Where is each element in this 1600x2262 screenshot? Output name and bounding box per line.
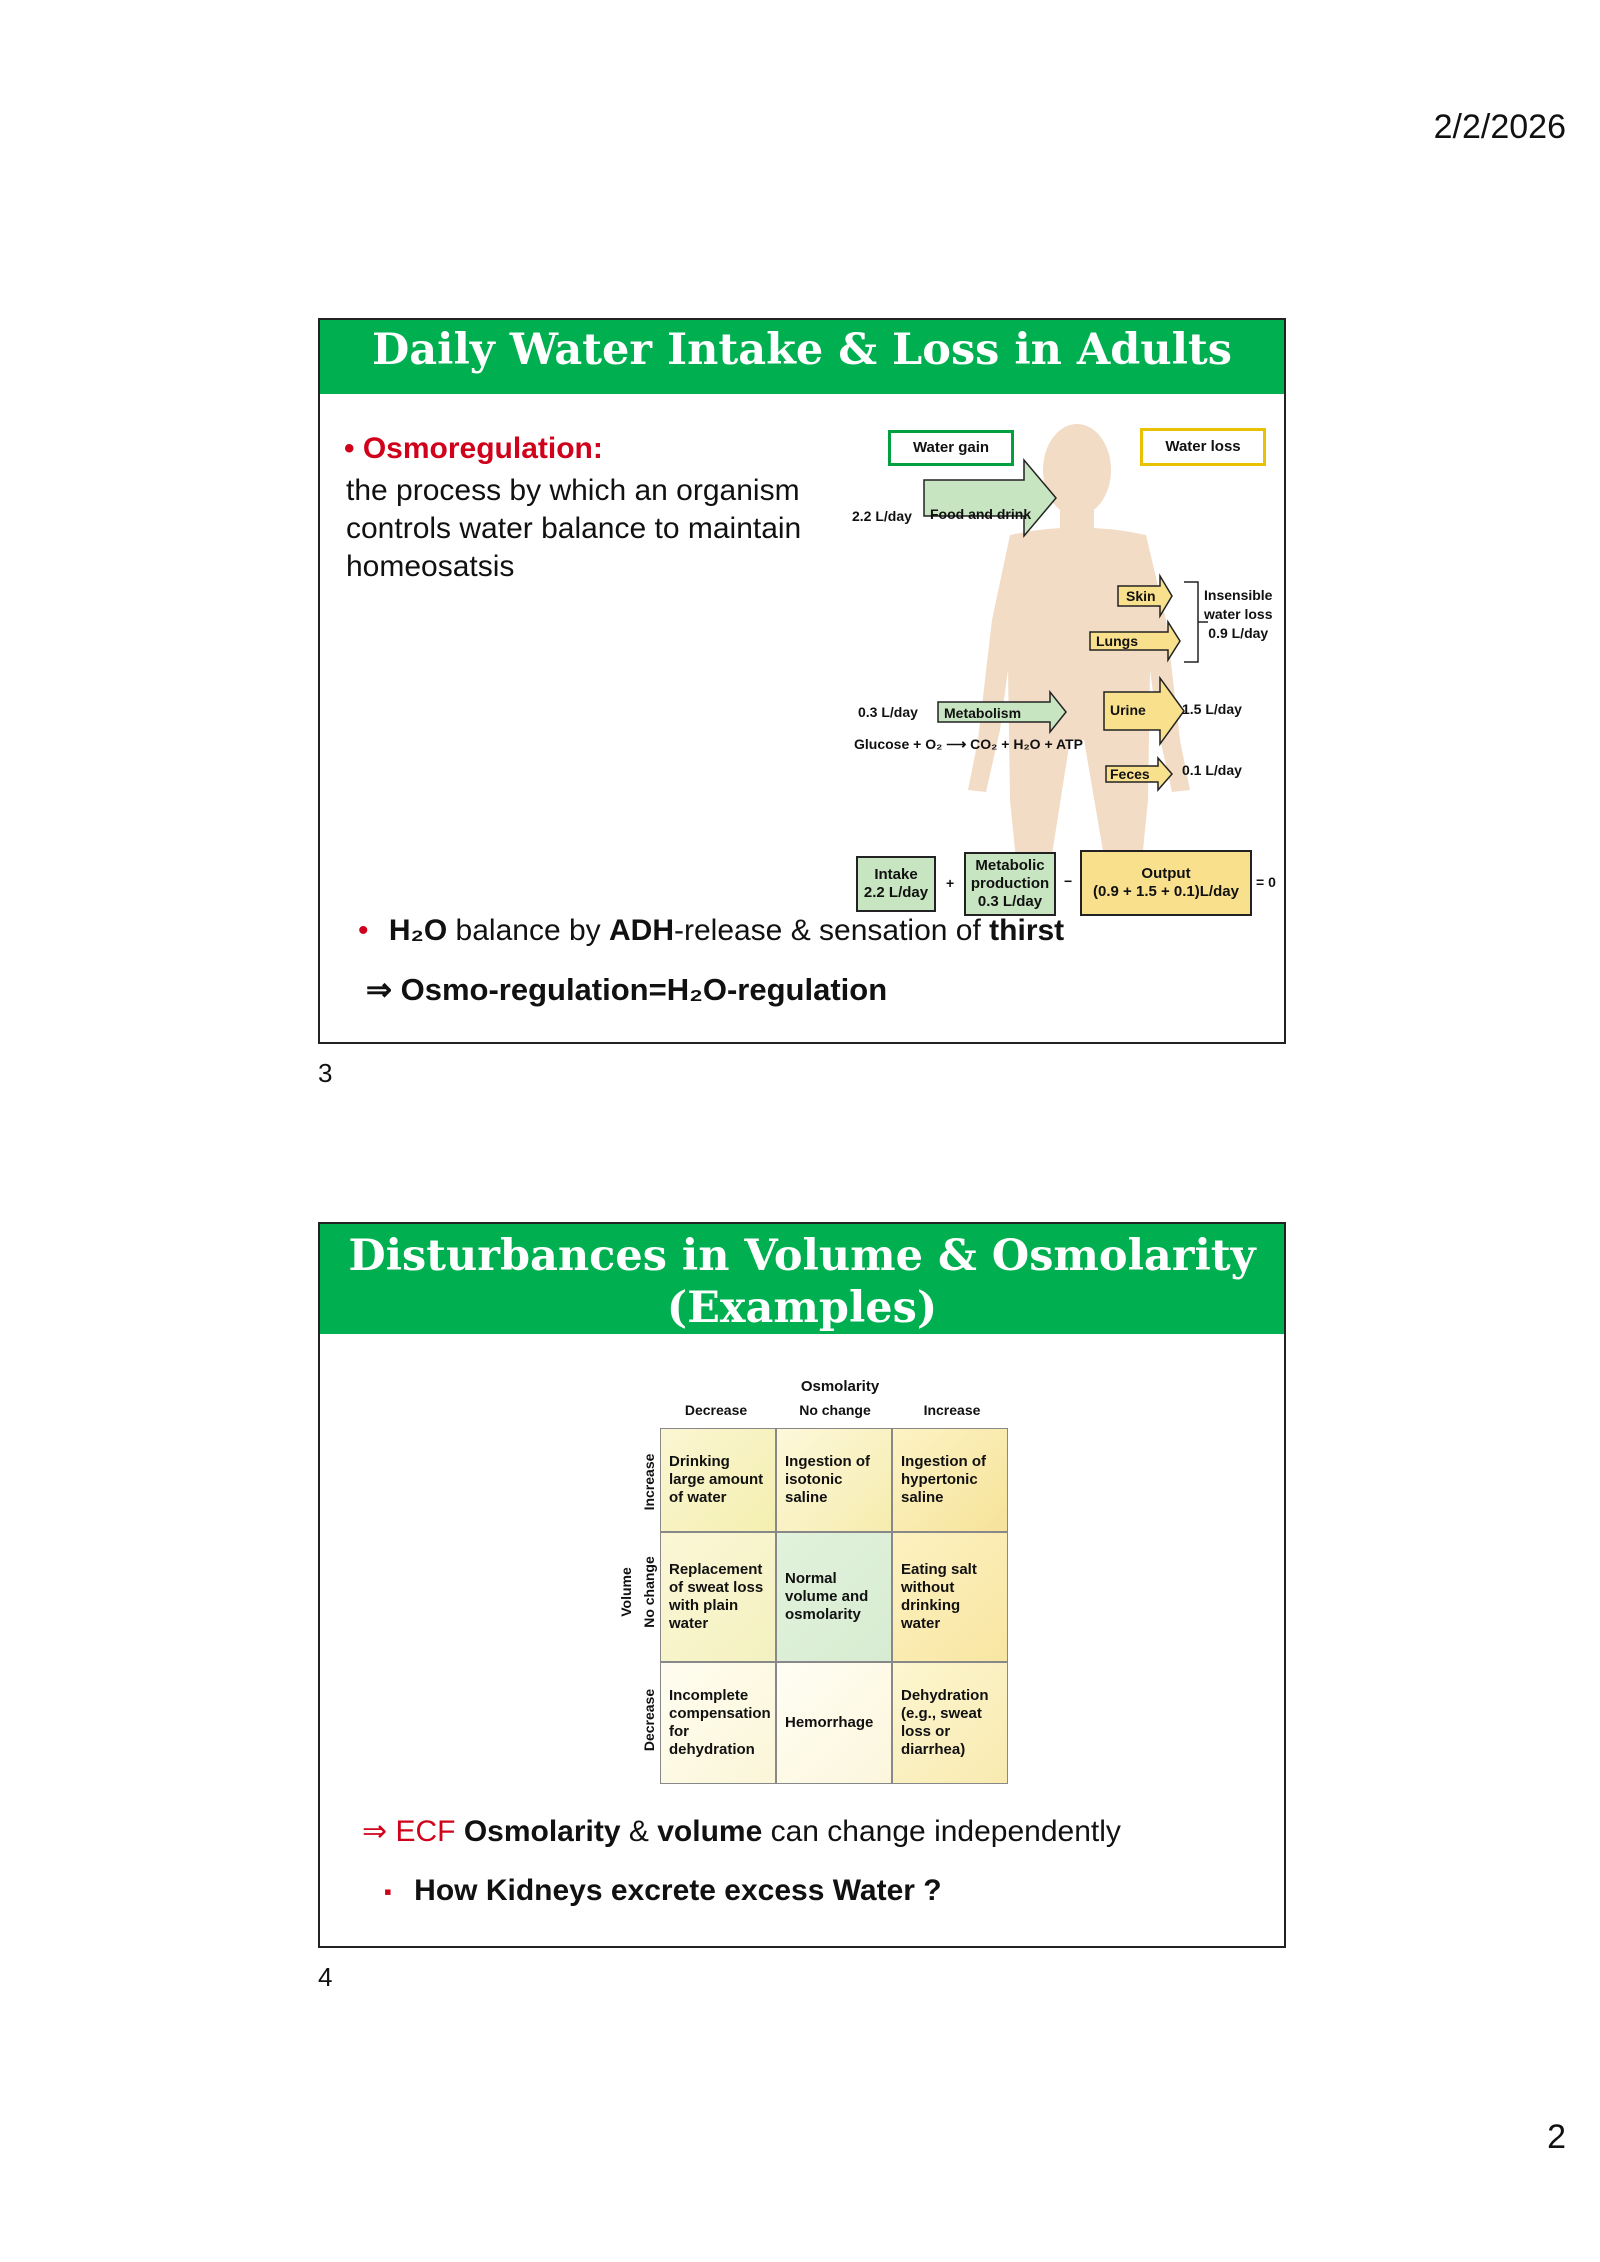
volume-text: volume: [657, 1815, 763, 1848]
page-number: 2: [1547, 2118, 1566, 2156]
eq-output-line: (0.9 + 1.5 + 0.1)L/day: [1093, 883, 1239, 900]
eq-plus: +: [946, 875, 955, 891]
bullet-dot: •: [358, 914, 369, 947]
eq-output-line: Output: [1141, 865, 1191, 882]
food-drink-arrow: [923, 457, 1057, 539]
eq-intake-line: 2.2 L/day: [863, 884, 929, 901]
urine-arrow: [1103, 675, 1185, 747]
body-silhouette-art: [923, 424, 1208, 880]
grid-cell: Dehydration (e.g., sweat loss or diarrhe…: [892, 1662, 1008, 1784]
eq-output-box: Output (0.9 + 1.5 + 0.1)L/day: [1080, 850, 1252, 916]
insensible-line: 0.9 L/day: [1208, 625, 1269, 641]
osmo-regulation-text: ⇒ Osmo-regulation=H₂O-regulation: [366, 972, 888, 1007]
disturbance-grid: Osmolarity Decrease No change Increase V…: [320, 1224, 1288, 1950]
slide-title: Daily Water Intake & Loss in Adults: [320, 320, 1284, 394]
osmoregulation-term: Osmoregulation:: [362, 432, 603, 465]
feces-label: Feces: [1110, 766, 1150, 782]
slide-title-line: (Examples): [666, 1283, 938, 1333]
metabolism-label: Metabolism: [944, 705, 1022, 721]
ecf-line: ⇒ ECF Osmolarity & volume can change ind…: [362, 1814, 1121, 1849]
page-date: 2/2/2026: [1433, 108, 1566, 146]
water-gain-label: Water gain: [888, 430, 1014, 466]
eq-minus: −: [1064, 873, 1073, 889]
grid-cell: Normal volume and osmolarity: [776, 1532, 892, 1662]
grid-cell: Drinking large amount of water: [660, 1428, 776, 1532]
food-drink-label: Food and drink: [930, 506, 1032, 522]
osmolarity-text: Osmolarity: [463, 1815, 621, 1848]
eq-metabolic-line: 0.3 L/day: [977, 893, 1043, 910]
thirst-text: thirst: [989, 914, 1065, 947]
h2o-balance-bullet: • H₂O balance by ADH-release & sensation…: [358, 914, 1064, 948]
feces-arrow: [1105, 756, 1173, 792]
grid-cell: Hemorrhage: [776, 1662, 892, 1784]
eq-equals: = 0: [1256, 874, 1276, 890]
eq-metabolic-line: production: [970, 875, 1050, 892]
ecf-arrow-text: ⇒ ECF: [362, 1815, 464, 1848]
adh-text: ADH: [608, 914, 674, 947]
definition-line: homeosatsis: [346, 550, 515, 583]
eq-metabolic-box: Metabolic production 0.3 L/day: [964, 852, 1056, 916]
slide-title-line: Disturbances in Volume & Osmolarity: [348, 1231, 1256, 1281]
slide-title-text: Daily Water Intake & Loss in Adults: [371, 325, 1233, 375]
independently-text: can change independently: [762, 1815, 1121, 1848]
definition-line: the process by which an organism: [346, 474, 800, 507]
slide-number-3: 3: [318, 1058, 333, 1088]
definition-line: controls water balance to maintain: [346, 512, 802, 545]
row-header-no-change: No change: [641, 1556, 657, 1628]
osmoregulation-definition: the process by which an organism control…: [346, 472, 801, 586]
slide-disturbances: Disturbances in Volume & Osmolarity (Exa…: [318, 1222, 1286, 1948]
insensible-bracket: [1184, 581, 1208, 663]
slide-number-4: 4: [318, 1962, 333, 1992]
slide-title: Disturbances in Volume & Osmolarity (Exa…: [320, 1224, 1284, 1334]
insensible-line: water loss: [1204, 606, 1273, 622]
osmo-regulation-line: ⇒ Osmo-regulation=H₂O-regulation: [366, 972, 887, 1008]
urine-label: Urine: [1110, 702, 1146, 718]
grid-cell: Eating salt without drinking water: [892, 1532, 1008, 1662]
metabolism-arrow: [937, 689, 1067, 735]
row-header-decrease: Decrease: [641, 1688, 657, 1752]
row-header-increase: Increase: [641, 1453, 657, 1511]
body-silhouette: [968, 424, 1190, 880]
osmoregulation-bullet: • Osmoregulation:: [344, 432, 603, 466]
square-bullet: ▪: [384, 1879, 392, 1905]
lungs-arrow: [1089, 619, 1181, 663]
balance-text: balance by: [447, 914, 609, 947]
grid-cell: Ingestion of hypertonic saline: [892, 1428, 1008, 1532]
h2o-text: H₂O: [388, 914, 448, 947]
urine-rate: 1.5 L/day: [1182, 701, 1242, 717]
release-text: -release & sensation of: [673, 914, 990, 947]
grid-cell: Ingestion of isotonic saline: [776, 1428, 892, 1532]
bullet-dot: •: [344, 432, 363, 465]
intake-rate: 2.2 L/day: [852, 508, 912, 524]
col-header-no-change: No change: [799, 1402, 871, 1418]
water-balance-diagram: Water gain Water loss 2.2 L/day Food and…: [320, 320, 1288, 1046]
lungs-label: Lungs: [1096, 633, 1138, 649]
grid-cell: Replacement of sweat loss with plain wat…: [660, 1532, 776, 1662]
amp-text: &: [620, 1815, 658, 1848]
insensible-label: Insensible water loss 0.9 L/day: [1204, 586, 1272, 643]
eq-intake-line: Intake: [874, 866, 918, 883]
col-header-increase: Increase: [923, 1402, 981, 1418]
osmolarity-label: Osmolarity: [800, 1378, 880, 1395]
water-loss-label: Water loss: [1140, 428, 1266, 466]
eq-intake-box: Intake 2.2 L/day: [856, 856, 936, 912]
grid-cell: Incomplete compensation for dehydration: [660, 1662, 776, 1784]
metabolism-rate: 0.3 L/day: [858, 704, 918, 720]
volume-label: Volume: [618, 1567, 634, 1617]
skin-label: Skin: [1126, 588, 1156, 604]
kidneys-question-text: How Kidneys excrete excess Water ?: [414, 1874, 942, 1907]
eq-metabolic-line: Metabolic: [975, 857, 1045, 874]
feces-rate: 0.1 L/day: [1182, 762, 1242, 778]
slide-water-intake: Daily Water Intake & Loss in Adults • Os…: [318, 318, 1286, 1044]
insensible-line: Insensible: [1204, 587, 1273, 603]
skin-arrow: [1117, 573, 1173, 619]
kidneys-question: ▪ How Kidneys excrete excess Water ?: [384, 1874, 942, 1908]
glucose-reaction: Glucose + O₂ ⟶ CO₂ + H₂O + ATP: [854, 736, 1083, 752]
col-header-decrease: Decrease: [684, 1402, 748, 1418]
